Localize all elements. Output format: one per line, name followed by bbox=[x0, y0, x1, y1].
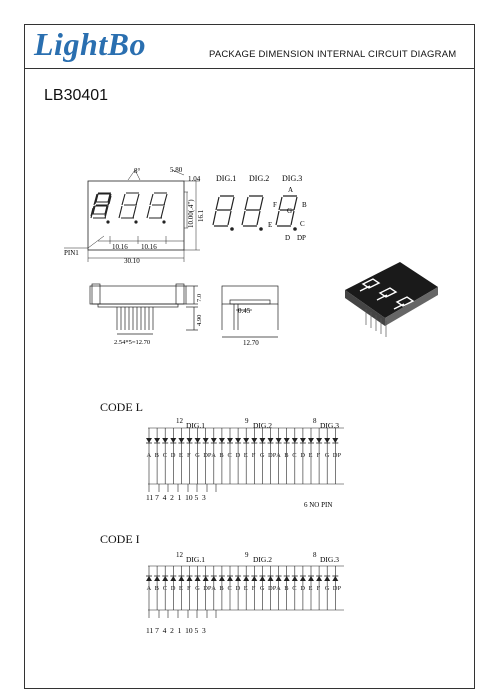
segment-g-label: G bbox=[287, 207, 292, 215]
code-i-segment-label: F bbox=[252, 585, 256, 592]
code-i-segment-label: F bbox=[317, 585, 321, 592]
document-title: PACKAGE DIMENSION INTERNAL CIRCUIT DIAGR… bbox=[209, 49, 457, 60]
code-i-dig3: DIG.3 bbox=[320, 555, 339, 564]
pin1-label: PIN1 bbox=[64, 249, 79, 257]
front-view-dimension-lines bbox=[64, 169, 200, 262]
end-view-drawing bbox=[221, 285, 279, 338]
code-i-dig2: DIG.2 bbox=[253, 555, 272, 564]
code-l-note: 6 NO PIN bbox=[304, 501, 332, 509]
segment-c-label: C bbox=[300, 220, 305, 228]
segment-legend-digits bbox=[212, 195, 298, 227]
code-l-com1: 12 bbox=[176, 417, 184, 425]
display-3d-render bbox=[345, 262, 438, 337]
code-i-dig1: DIG.1 bbox=[186, 555, 205, 564]
segment-b-label: B bbox=[302, 201, 307, 209]
body-height-dimension: 16.1 bbox=[197, 209, 205, 222]
code-l-segment-label: DP bbox=[268, 452, 277, 459]
digit-height-dimension: 10.00(.4") bbox=[187, 199, 195, 228]
code-i-segment-label: DP bbox=[203, 585, 212, 592]
dig2-label: DIG.2 bbox=[249, 174, 269, 183]
code-l-segment-label: C bbox=[228, 452, 232, 459]
segment-e-label: E bbox=[268, 221, 272, 229]
code-l-dig1: DIG.1 bbox=[186, 421, 205, 430]
code-i-segment-label: E bbox=[179, 585, 183, 592]
segment-d-label: D bbox=[285, 234, 290, 242]
code-i-segment-label: F bbox=[187, 585, 191, 592]
lead-diameter-dimension: 0.45 bbox=[238, 307, 251, 315]
code-l-segment-label: E bbox=[244, 452, 248, 459]
code-i-segment-label: C bbox=[228, 585, 232, 592]
segment-dp-label: DP bbox=[297, 234, 306, 242]
code-l-segment-label: DP bbox=[333, 452, 342, 459]
code-l-segment-label: E bbox=[179, 452, 183, 459]
pitch-dimension-2: 10.16 bbox=[141, 243, 157, 251]
pitch-dimension-1: 10.16 bbox=[112, 243, 128, 251]
code-l-com3: 8 bbox=[313, 417, 317, 425]
brand-logo: LightBo bbox=[34, 26, 146, 62]
code-l-dig2: DIG.2 bbox=[253, 421, 272, 430]
code-i-segment-label: E bbox=[309, 585, 313, 592]
code-l-segment-label: F bbox=[252, 452, 256, 459]
gap-dimension: 1.04 bbox=[188, 175, 201, 183]
lead-length-dimension: 4.90 bbox=[196, 315, 203, 326]
front-view-outline bbox=[87, 180, 185, 251]
row-spacing-dimension: 12.70 bbox=[243, 339, 259, 347]
code-l-segment-label: F bbox=[317, 452, 321, 459]
code-i-pin-numbers: 11 7 4 2 1 10 5 3 bbox=[146, 626, 206, 635]
code-i-segment-label: C bbox=[292, 585, 296, 592]
side-view-drawing bbox=[89, 283, 198, 335]
code-l-title: CODE L bbox=[100, 400, 143, 414]
code-l-segment-label: C bbox=[292, 452, 296, 459]
lead-pitch-dimension: 2.54*5=12.70 bbox=[114, 339, 150, 346]
header-divider bbox=[24, 68, 475, 69]
front-view-digits bbox=[90, 192, 168, 219]
dig1-label: DIG.1 bbox=[216, 174, 236, 183]
code-l-segment-label: C bbox=[163, 452, 167, 459]
code-l-com2: 9 bbox=[245, 417, 249, 425]
code-i-segment-label: C bbox=[163, 585, 167, 592]
side-height-dimension: 7.0 bbox=[196, 294, 203, 302]
code-l-pin-numbers: 11 7 4 2 1 10 5 3 bbox=[146, 493, 206, 502]
code-l-segment-label: E bbox=[309, 452, 313, 459]
code-i-com3: 8 bbox=[313, 551, 317, 559]
code-i-segment-label: DP bbox=[268, 585, 277, 592]
code-l-segment-label: DP bbox=[203, 452, 212, 459]
dig3-label: DIG.3 bbox=[282, 174, 302, 183]
segment-width-dimension: 5.80 bbox=[170, 166, 183, 174]
code-l-segment-label: F bbox=[187, 452, 191, 459]
code-i-com1: 12 bbox=[176, 551, 184, 559]
part-number: LB30401 bbox=[44, 87, 109, 104]
code-i-com2: 9 bbox=[245, 551, 249, 559]
segment-a-label: A bbox=[288, 186, 293, 194]
code-l-dig3: DIG.3 bbox=[320, 421, 339, 430]
code-i-segment-label: E bbox=[244, 585, 248, 592]
page-frame bbox=[24, 24, 475, 689]
body-width-dimension: 30.10 bbox=[124, 257, 140, 265]
angle-dimension: 8° bbox=[134, 167, 141, 175]
code-i-segment-label: DP bbox=[333, 585, 342, 592]
segment-f-label: F bbox=[273, 201, 277, 209]
code-i-title: CODE I bbox=[100, 532, 140, 546]
